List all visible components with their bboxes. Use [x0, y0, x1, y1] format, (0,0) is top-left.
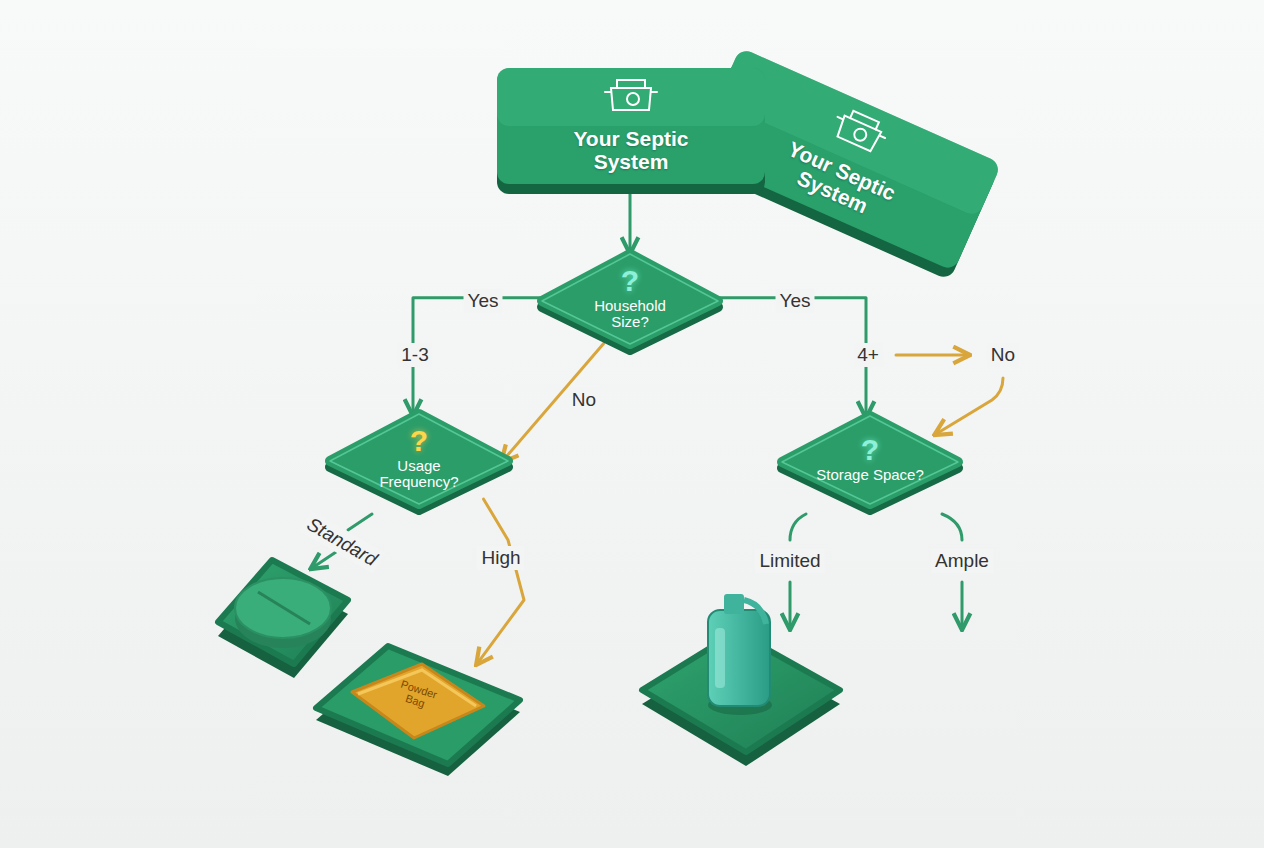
branch-label: Limited — [755, 549, 824, 573]
question-mark: ? — [410, 426, 428, 456]
node-label: Household Size? — [575, 298, 685, 331]
branch-label: 4+ — [853, 343, 883, 367]
question-mark: ? — [621, 266, 639, 296]
flow-connector — [629, 184, 632, 252]
node-label: Usage Frequency? — [364, 458, 474, 491]
branch-label: Ample — [931, 549, 993, 573]
edge-label: High — [477, 546, 524, 570]
product-tile: Powder Bag — [312, 640, 524, 770]
node-label: Storage Space? — [816, 467, 924, 484]
decision-diamond: ?Household Size? — [536, 248, 724, 354]
decision-diamond: ?Usage Frequency? — [324, 408, 514, 514]
tablet-tile — [218, 560, 348, 678]
question-mark: ? — [861, 435, 879, 465]
edge-label: No — [568, 388, 600, 412]
branch-label: Standard — [299, 510, 385, 573]
edge-label: Yes — [464, 289, 503, 313]
branch-label: No — [987, 343, 1019, 367]
system-card: Your Septic System — [495, 66, 767, 196]
flow-connector — [477, 499, 524, 663]
leader-lines — [312, 355, 1003, 628]
flow-connector — [720, 298, 866, 416]
decision-diamond: ? Storage Space? — [776, 410, 964, 514]
flow-connector — [503, 343, 604, 461]
edge-label: Yes — [776, 289, 815, 313]
node-label: Your Septic System — [546, 127, 716, 173]
bottle-tile — [642, 594, 840, 766]
branch-label: 1-3 — [397, 343, 432, 367]
